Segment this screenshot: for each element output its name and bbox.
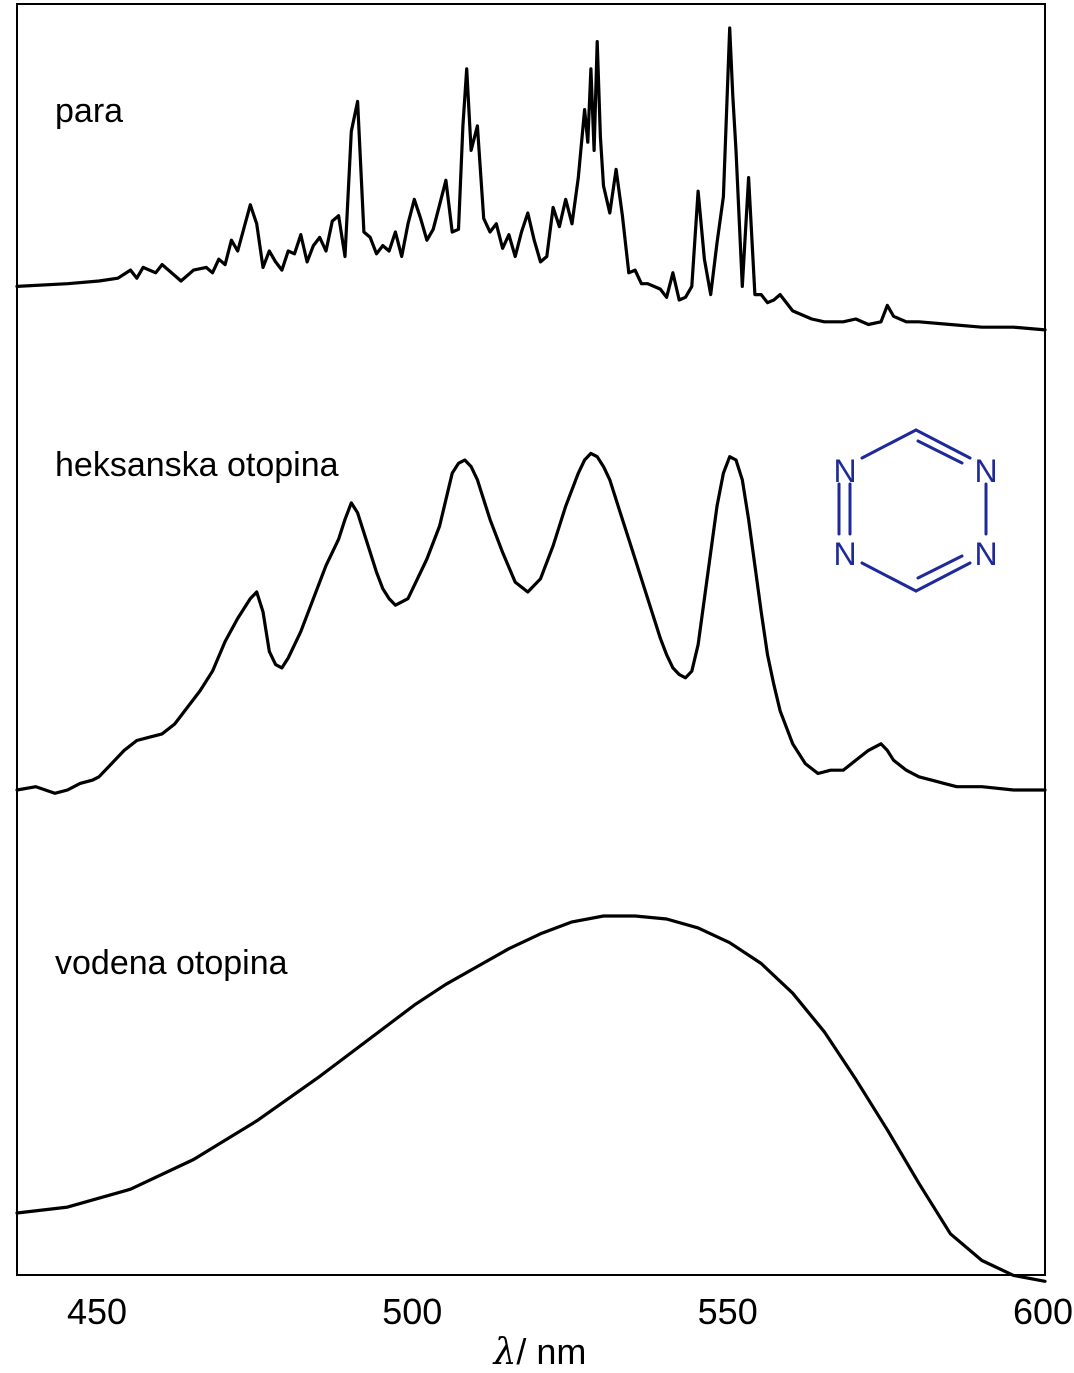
x-tick-label-600: 600 <box>1013 1291 1073 1332</box>
nitrogen-atom-bottom-left: N <box>833 536 856 572</box>
series-line-2 <box>15 451 1047 795</box>
bond-bottom-right <box>914 561 972 593</box>
bond-top-right <box>914 428 972 460</box>
bond-bottom-left <box>860 561 918 593</box>
series-labels: para heksanska otopina vodena otopina <box>55 92 339 982</box>
tetrazine-structure: N N N N <box>833 428 998 593</box>
series-label-1: para <box>55 92 123 130</box>
x-axis-symbol: λ <box>492 1332 517 1373</box>
series-line-3 <box>15 914 1047 1283</box>
x-tick-label-450: 450 <box>67 1291 127 1332</box>
x-axis-label: λ/ nm <box>492 1331 587 1373</box>
bond-top-left <box>860 428 918 460</box>
bond-top-right-double <box>916 439 964 465</box>
nitrogen-atom-top-right: N <box>974 453 997 489</box>
plot-frame <box>16 3 1046 1276</box>
series-label-2: heksanska otopina <box>55 446 339 484</box>
x-axis-ticks: 450 500 550 600 <box>67 1291 1073 1332</box>
nitrogen-atom-top-left: N <box>833 453 856 489</box>
x-axis-unit: / nm <box>516 1331 586 1372</box>
series-label-3: vodena otopina <box>55 944 288 982</box>
x-tick-label-550: 550 <box>698 1291 758 1332</box>
series-line-1 <box>15 26 1047 332</box>
x-tick-label-500: 500 <box>382 1291 442 1332</box>
bond-bottom-right-double <box>916 554 964 580</box>
spectra-curves <box>15 26 1047 1283</box>
nitrogen-atom-bottom-right: N <box>974 536 997 572</box>
